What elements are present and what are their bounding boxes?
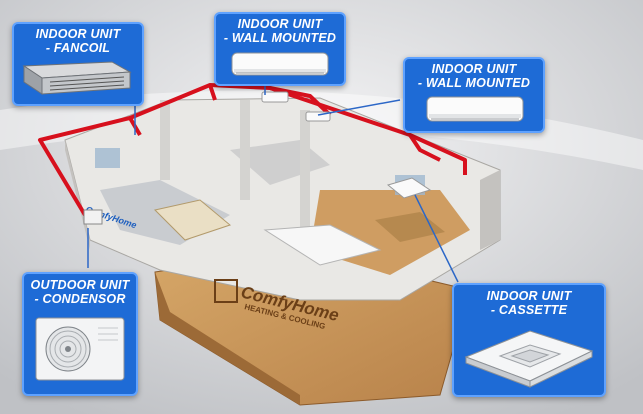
callout-connectors bbox=[87, 83, 459, 283]
callout-indoor-cassette: INDOOR UNIT - CASSETTE bbox=[452, 283, 606, 397]
fancoil-unit-icon bbox=[22, 61, 132, 95]
callout-wall-top-line2: - WALL MOUNTED bbox=[223, 31, 337, 45]
callout-wall-right-line2: - WALL MOUNTED bbox=[417, 76, 531, 90]
wall-unit-icon-right bbox=[426, 96, 524, 122]
callout-fancoil-line1: INDOOR UNIT bbox=[35, 27, 121, 41]
callout-outdoor-line1: OUTDOOR UNIT bbox=[30, 278, 130, 292]
refrigerant-pipes bbox=[38, 83, 467, 217]
callout-indoor-wall-right: INDOOR UNIT - WALL MOUNTED bbox=[403, 57, 545, 133]
callout-indoor-fancoil: INDOOR UNIT - FANCOIL bbox=[12, 22, 144, 106]
callout-outdoor-line2: - CONDENSOR bbox=[34, 292, 126, 306]
callout-indoor-wall-top: INDOOR UNIT - WALL MOUNTED bbox=[214, 12, 346, 86]
callout-cassette-line1: INDOOR UNIT bbox=[486, 289, 572, 303]
wall-unit-icon-top bbox=[231, 52, 329, 76]
cassette-unit-icon bbox=[464, 330, 594, 388]
callout-wall-top-line1: INDOOR UNIT bbox=[237, 17, 323, 31]
callout-fancoil-line2: - FANCOIL bbox=[45, 41, 111, 55]
callout-wall-right-line1: INDOOR UNIT bbox=[431, 62, 517, 76]
callout-cassette-line2: - CASSETTE bbox=[490, 303, 568, 317]
condensor-unit-icon bbox=[35, 317, 125, 381]
callout-outdoor-condensor: OUTDOOR UNIT - CONDENSOR bbox=[22, 272, 138, 396]
